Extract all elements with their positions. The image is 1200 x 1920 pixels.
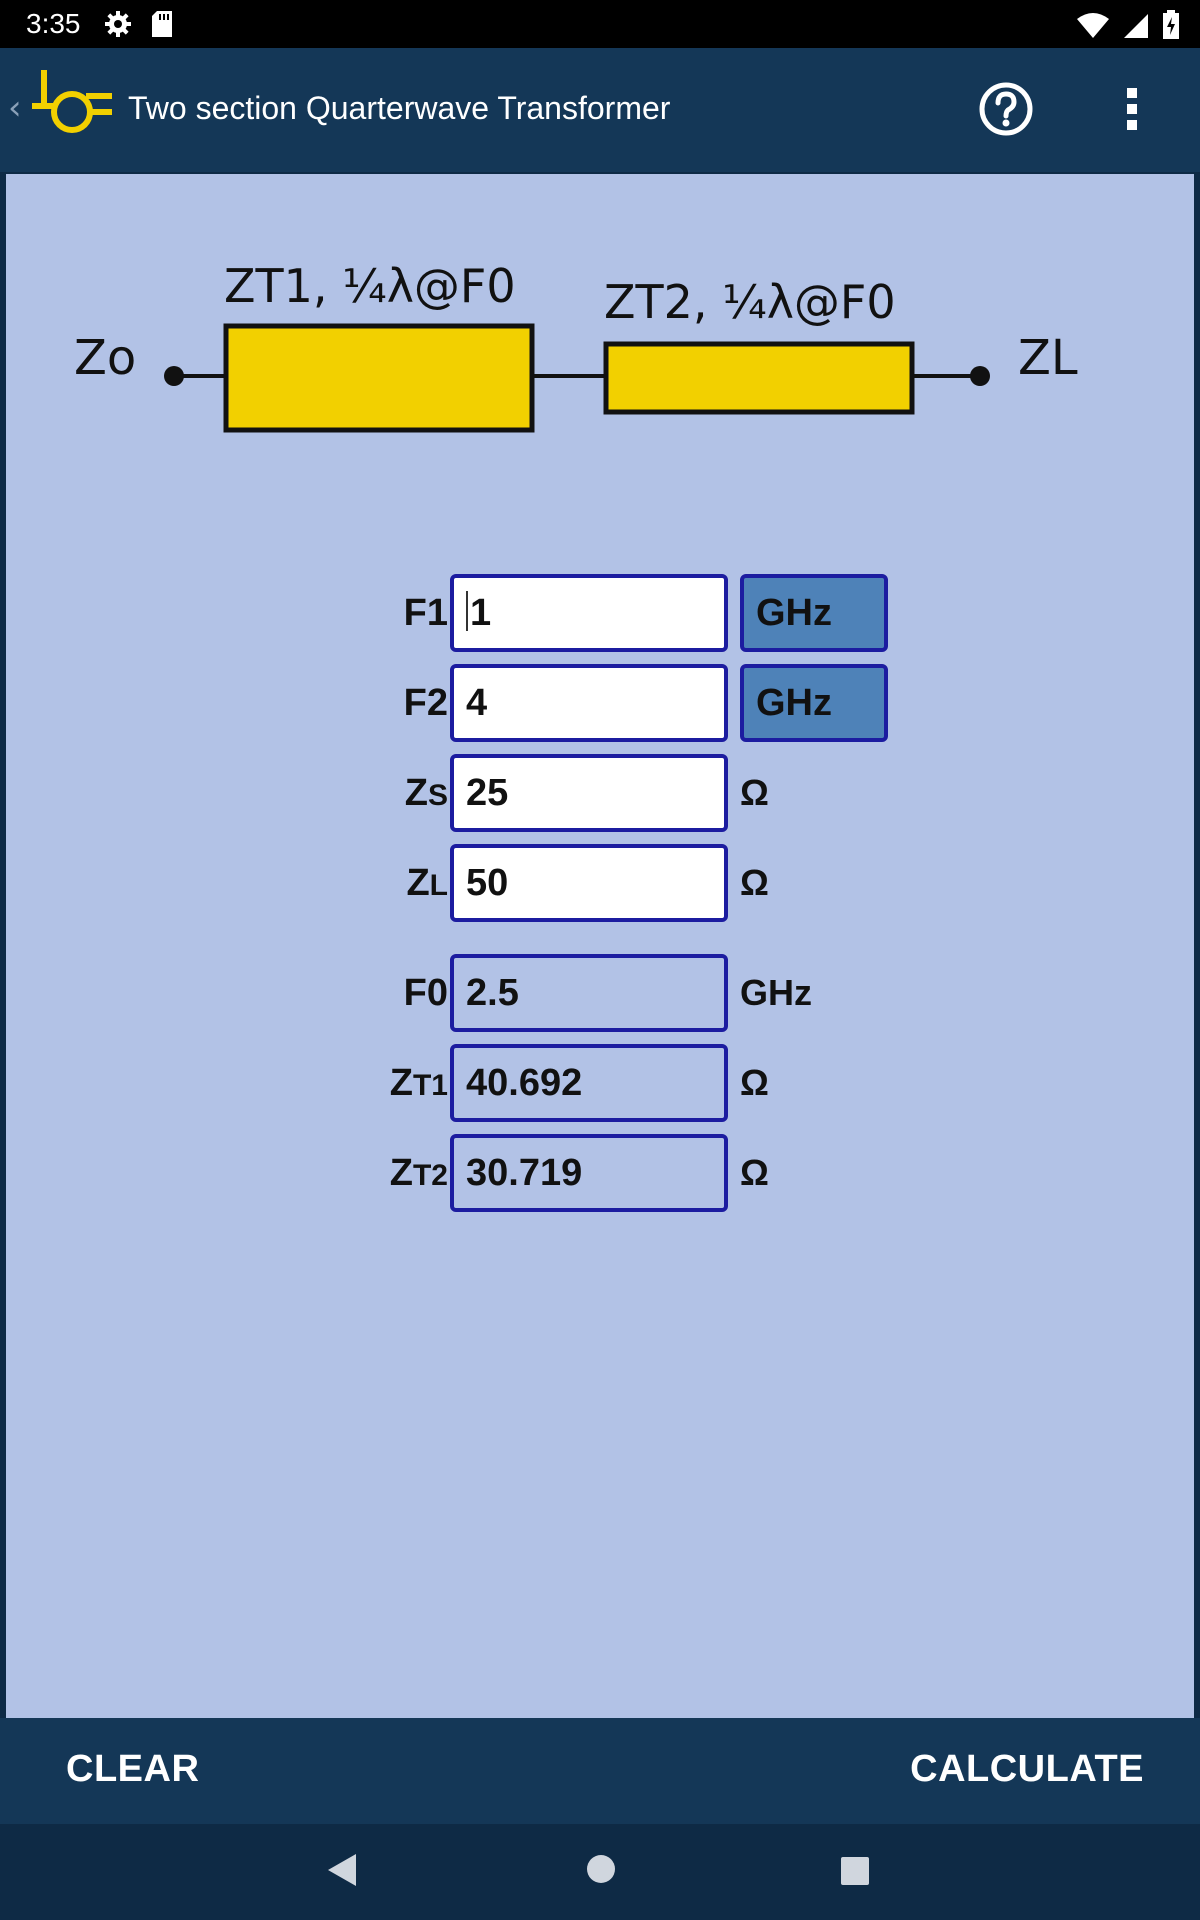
zl-input[interactable]: 50 [450,844,728,922]
sd-card-icon [150,10,174,43]
back-chevron-icon[interactable]: ‹ [8,88,22,128]
source-port-icon [164,366,184,386]
wifi-icon [1076,11,1110,44]
nav-home-icon[interactable] [586,1854,616,1889]
zt2-output: 30.719 [450,1134,728,1212]
status-time: 3:35 [26,8,81,39]
diagram-section2-label: ZT2, ¼λ@F0 [604,275,896,329]
help-icon[interactable] [978,81,1034,142]
load-port-icon [970,366,990,386]
label-f0: F0 [403,972,448,1014]
app-logo-icon[interactable] [30,66,114,151]
row-f1: F1 1 GHz [6,574,1194,652]
content-area: Zo ZT1, ¼λ@F0 ZT2, ¼λ@F0 ZL F1 1 GHz F2 … [6,174,1194,1718]
system-nav-bar [0,1824,1200,1920]
f0-unit: GHz [740,972,812,1013]
zt1-unit: Ω [740,1062,769,1103]
row-f2: F2 4 GHz [6,664,1194,742]
app-bar: ‹ Two section Quarterwave Transformer [0,48,1200,172]
text-caret [466,591,468,631]
row-zt2: ZT2 30.719 Ω [6,1134,1194,1212]
diagram-section1-label: ZT1, ¼λ@F0 [224,259,516,313]
zs-input[interactable]: 25 [450,754,728,832]
f2-unit-button[interactable]: GHz [740,664,888,742]
app-title: Two section Quarterwave Transformer [128,90,671,126]
zt1-output: 40.692 [450,1044,728,1122]
zt2-unit: Ω [740,1152,769,1193]
diagram-source-label: Zo [74,330,136,386]
f1-input[interactable]: 1 [450,574,728,652]
row-zl: ZL 50 Ω [6,844,1194,922]
calculate-button[interactable]: CALCULATE [910,1748,1144,1790]
overflow-menu-icon[interactable] [1124,86,1140,137]
action-bar: CLEAR CALCULATE [0,1718,1200,1824]
battery-icon [1162,10,1180,45]
label-zt2: ZT2 [389,1152,448,1194]
section1-block [223,323,535,433]
clear-button[interactable]: CLEAR [66,1748,200,1790]
label-zl: ZL [406,862,448,904]
row-zs: ZS 25 Ω [6,754,1194,832]
status-bar: 3:35 [0,0,1200,48]
label-zs: ZS [404,772,448,814]
f1-unit-button[interactable]: GHz [740,574,888,652]
row-zt1: ZT1 40.692 Ω [6,1044,1194,1122]
label-zt1: ZT1 [389,1062,448,1104]
status-right-icons [1076,10,1180,45]
f2-input[interactable]: 4 [450,664,728,742]
nav-back-icon[interactable] [326,1852,358,1893]
circuit-diagram: Zo ZT1, ¼λ@F0 ZT2, ¼λ@F0 ZL [74,259,1078,433]
label-f1: F1 [403,592,448,634]
nav-recents-icon[interactable] [840,1856,870,1891]
f0-output: 2.5 [450,954,728,1032]
section2-block [603,341,915,415]
row-f0: F0 2.5 GHz [6,954,1194,1032]
label-f2: F2 [403,682,448,724]
zs-unit: Ω [740,772,769,813]
diagram-load-label: ZL [1018,330,1078,386]
cell-signal-icon [1122,11,1150,44]
zl-unit: Ω [740,862,769,903]
settings-icon [104,10,132,43]
